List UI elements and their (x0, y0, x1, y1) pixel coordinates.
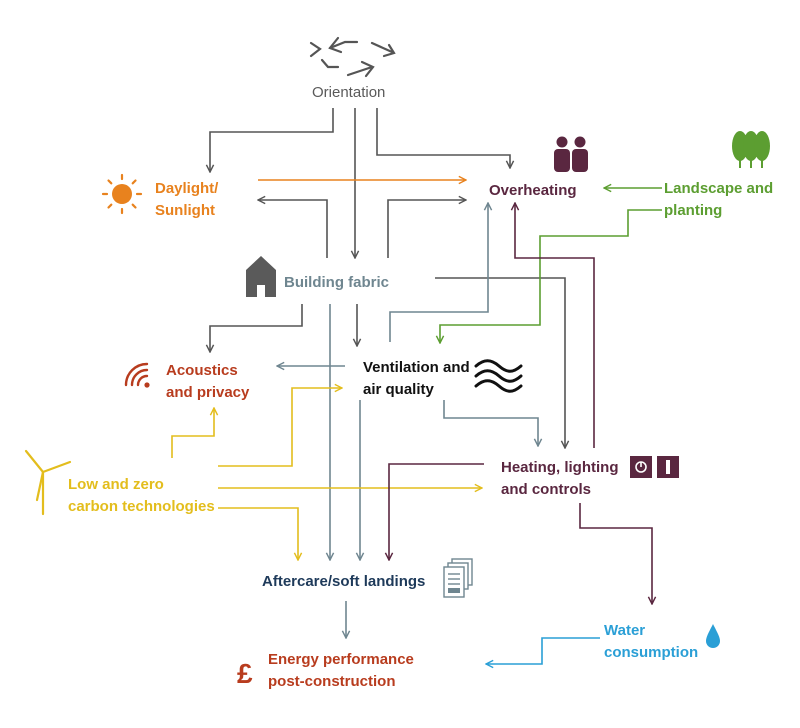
ventilation-label-line1: Ventilation and (363, 359, 470, 376)
water-label-line2: consumption (604, 644, 699, 661)
heating-label-line2: and controls (501, 481, 592, 498)
water-label: Water consumption (604, 620, 698, 664)
people-icon (554, 136, 588, 172)
acoustics-label-line2: and privacy (166, 384, 250, 401)
controls-icon (630, 456, 679, 478)
arrow-building-heating (435, 277, 565, 448)
arrow-building-daylight (258, 200, 328, 258)
daylight-label-line1: Daylight/ (155, 180, 219, 197)
trees-icon (732, 131, 770, 168)
arrow-water-energy (486, 637, 600, 664)
wind-turbine-icon (24, 449, 72, 516)
arrow-orientation-daylight (210, 108, 334, 172)
landscape-label: Landscape and planting (664, 178, 773, 222)
sun-icon (101, 173, 143, 215)
lzc-label-line2: carbon technologies (68, 498, 215, 515)
arrow-heating-aftercare (389, 463, 484, 560)
arrow-building-acoustics (210, 304, 303, 352)
documents-icon (443, 558, 473, 598)
daylight-label: Daylight/ Sunlight (155, 178, 218, 222)
water-drop-icon (706, 624, 720, 648)
energy-label-line1: Energy performance (268, 651, 414, 668)
heating-label-line1: Heating, lighting (501, 459, 619, 476)
daylight-label-line2: Sunlight (155, 202, 215, 219)
arrow-lzc-ventilation (218, 388, 342, 467)
orientation-label: Orientation (312, 84, 386, 101)
energy-label: Energy performance post-construction (268, 649, 414, 693)
building-fabric-label: Building fabric (284, 274, 389, 291)
overheating-label: Overheating (489, 182, 577, 199)
arrow-landscape-ventilation (440, 209, 662, 343)
arrow-building-overheating (387, 200, 466, 258)
acoustics-label: Acoustics and privacy (166, 360, 249, 404)
heating-label: Heating, lighting and controls (501, 457, 619, 501)
lzc-label-line1: Low and zero (68, 476, 164, 493)
arrow-lzc-aftercare (218, 507, 298, 560)
arrow-lzc-acoustics (171, 408, 214, 458)
acoustics-label-line1: Acoustics (166, 362, 238, 379)
sound-waves-icon (124, 362, 150, 388)
aftercare-label: Aftercare/soft landings (262, 573, 426, 590)
arrow-ventilation-overheating (389, 203, 488, 342)
air-flow-icon (474, 359, 523, 393)
arrow-heating-overheating-1 (515, 203, 595, 448)
house-icon (246, 256, 276, 297)
energy-label-line2: post-construction (268, 673, 396, 690)
arrow-heating-water (579, 503, 652, 604)
lzc-label: Low and zero carbon technologies (68, 474, 215, 518)
ventilation-label-line2: air quality (363, 381, 434, 398)
ventilation-label: Ventilation and air quality (363, 357, 470, 401)
water-label-line1: Water (604, 622, 646, 639)
pound-icon: £ (237, 658, 253, 689)
landscape-label-line1: Landscape and (664, 180, 774, 197)
rotating-arrows-icon (309, 36, 396, 78)
arrow-orientation-overheating (376, 108, 510, 168)
landscape-label-line2: planting (664, 202, 723, 219)
arrow-ventilation-heating (443, 400, 538, 446)
